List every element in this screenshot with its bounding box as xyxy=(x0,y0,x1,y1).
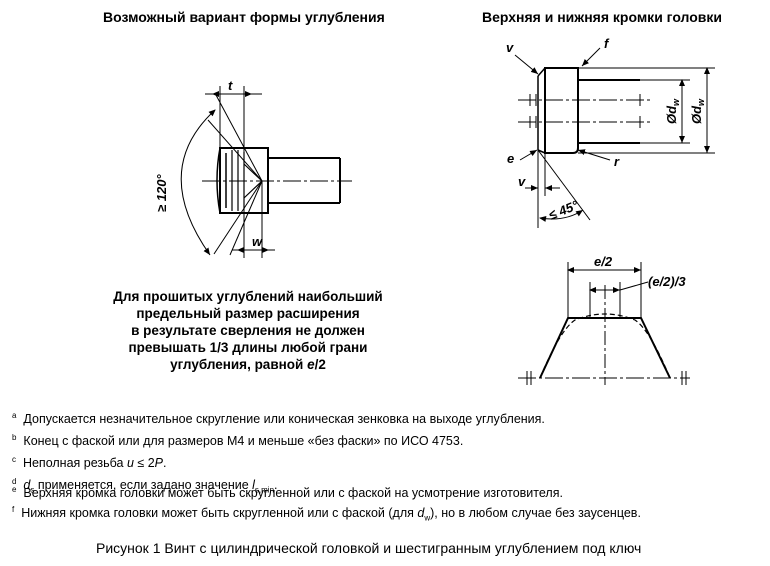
label-dw-outer: Ødw xyxy=(689,98,706,124)
recess-drawing xyxy=(180,86,352,258)
label-v-top: v xyxy=(506,40,514,55)
footnote-b: b Конец с фаской или для размеров М4 и м… xyxy=(12,433,464,449)
paragraph-line: Для прошитых углублений наибольший xyxy=(113,289,383,304)
footnote-f: f Нижняя кромка головки может быть скруг… xyxy=(12,505,641,523)
label-t: t xyxy=(228,78,233,93)
svg-text:Ødw: Ødw xyxy=(689,98,706,124)
paragraph-line: превышать 1/3 длины любой грани xyxy=(128,340,368,355)
footnote-a: a Допускается незначительное скругление … xyxy=(12,411,545,427)
paragraph-line: предельный размер расширения xyxy=(136,306,360,321)
head-edges-drawing xyxy=(514,47,715,228)
label-e-half: e/2 xyxy=(594,254,613,269)
label-angle-45: ≤ 45° xyxy=(547,197,582,223)
label-w: w xyxy=(252,234,263,249)
footnote-e: e Верхняя кромка головки может быть скру… xyxy=(12,485,563,501)
label-dw-inner: Ødw xyxy=(664,98,681,124)
right-diagram-title: Верхняя и нижняя кромки головки xyxy=(482,9,723,25)
paragraph-line: в результате сверления не должен xyxy=(131,323,365,338)
recess-note-paragraph: Для прошитых углублений наибольший преде… xyxy=(96,288,400,373)
paragraph-line: углубления, равной e/2 xyxy=(170,357,326,372)
figure-caption: Рисунок 1 Винт с цилиндрической головкой… xyxy=(96,540,642,556)
label-angle-120: ≥ 120° xyxy=(154,174,169,212)
label-r: r xyxy=(614,154,620,169)
footnote-d: d ds применяется, если задано значение l… xyxy=(12,477,278,495)
label-e-third: (e/2)/3 xyxy=(648,274,686,289)
footnote-c: c Неполная резьба u ≤ 2P. xyxy=(12,455,167,471)
hex-profile-drawing xyxy=(518,262,690,385)
label-v-bottom: v xyxy=(518,174,526,189)
left-diagram-title: Возможный вариант формы углубления xyxy=(103,9,385,25)
label-f: f xyxy=(604,36,610,51)
svg-text:Ødw: Ødw xyxy=(664,98,681,124)
label-e: e xyxy=(507,151,514,166)
